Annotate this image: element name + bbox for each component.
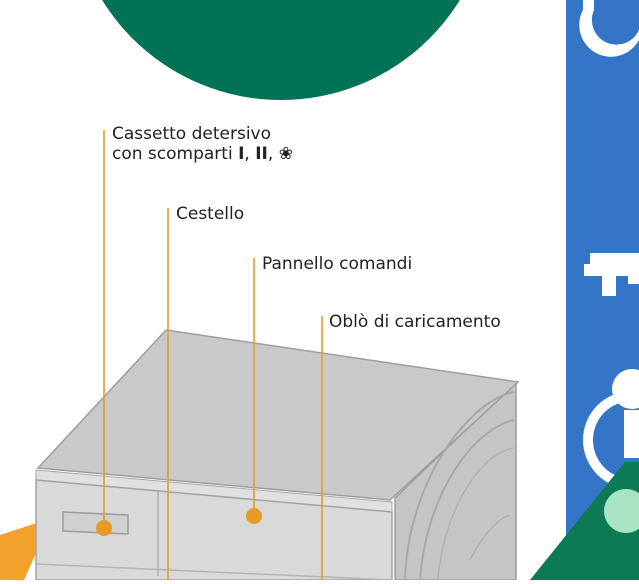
separator: ,: [244, 144, 250, 164]
anchor-dot-drawer: [96, 520, 112, 536]
label-drum: Cestello: [176, 204, 245, 224]
label-control-panel: Pannello comandi: [262, 254, 413, 274]
corner-triangle-green: [530, 462, 639, 580]
mint-dot: [604, 489, 639, 533]
label-compartments-prefix: con scomparti: [112, 144, 233, 164]
washing-machine: [35, 329, 520, 581]
label-loading-door: Oblò di caricamento: [329, 312, 501, 332]
label-detergent-drawer-line2: con scomparti I, II, ❀: [112, 144, 293, 164]
label-detergent-drawer-line1: Cassetto detersivo: [112, 124, 272, 144]
tap-icon: [584, 253, 639, 296]
separator: ,: [267, 144, 274, 164]
compartment-one: I: [238, 144, 245, 164]
decorative-circle: [102, 0, 460, 100]
label-detergent-drawer: Cassetto detersivo con scomparti I, II, …: [112, 124, 293, 164]
wrench-icon: [579, 0, 639, 57]
detergent-drawer-handle: [62, 511, 129, 535]
leader-lines: [103, 130, 323, 580]
softener-flower-icon: ❀: [278, 144, 293, 164]
anchor-dot-panel: [246, 508, 262, 524]
compartment-two: II: [255, 144, 268, 164]
